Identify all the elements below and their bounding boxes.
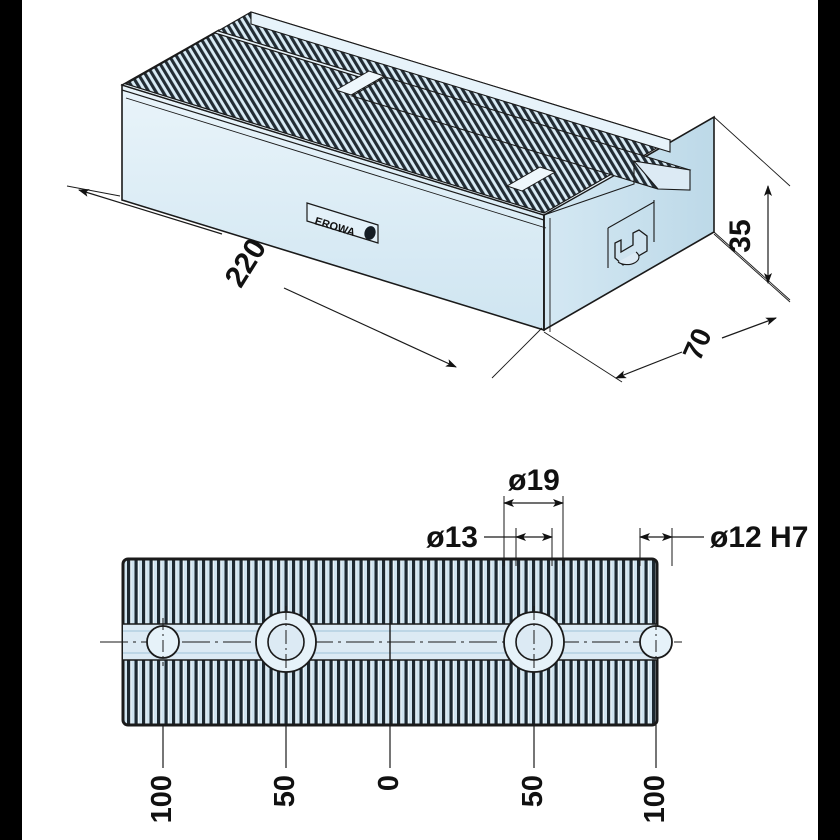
callout-label-13: ø13 bbox=[426, 521, 478, 554]
brand-badge-plate bbox=[306, 202, 379, 244]
front-chamfer-line bbox=[121, 89, 545, 221]
t-slot-groove bbox=[614, 229, 648, 266]
brand-badge-mark bbox=[364, 226, 376, 240]
dimension-label-35: 35 bbox=[724, 219, 757, 252]
callout-bore-19: ø19 bbox=[503, 464, 564, 566]
rail-end-cap bbox=[632, 160, 691, 191]
position-leaders: 100 50 0 50 100 bbox=[146, 725, 671, 823]
front-chamfer-line-2 bbox=[125, 97, 547, 229]
rail-notch-right bbox=[505, 166, 557, 192]
rail-notch-left bbox=[334, 70, 386, 96]
position-label-0: 0 bbox=[373, 775, 405, 791]
callout-bore-13: ø13 bbox=[426, 521, 553, 566]
position-label-+50: 50 bbox=[517, 775, 549, 807]
dim-line-220-b bbox=[283, 287, 457, 368]
bottom-plan-view: ø19 ø13 ø12 H7 100 bbox=[100, 464, 808, 823]
dim-line-220-a bbox=[78, 189, 223, 235]
callout-label-12-h7: ø12 H7 bbox=[710, 521, 808, 554]
drawing-paper: EROWA 220 35 bbox=[22, 0, 818, 840]
dimension-height-35: 35 bbox=[713, 116, 791, 301]
plan-hole-+50 bbox=[503, 606, 565, 678]
ext-line-35-bottom bbox=[713, 231, 791, 301]
position-label--100: 100 bbox=[146, 775, 178, 823]
ext-line-70-left bbox=[543, 331, 623, 383]
isometric-view: EROWA 220 35 bbox=[66, 11, 791, 383]
ext-line-220-right bbox=[491, 327, 543, 379]
technical-drawing-canvas: EROWA 220 35 bbox=[22, 0, 818, 840]
plan-hole--100 bbox=[146, 618, 180, 666]
position-label--50: 50 bbox=[269, 775, 301, 807]
ext-line-70-right bbox=[713, 233, 791, 303]
ext-line-35-top bbox=[713, 116, 791, 187]
plan-hole-+100 bbox=[639, 618, 673, 666]
callout-bore-12-h7: ø12 H7 bbox=[639, 521, 808, 566]
position-label-+100: 100 bbox=[639, 775, 671, 823]
callout-label-19: ø19 bbox=[508, 464, 560, 497]
ext-line-220-left bbox=[66, 185, 121, 197]
dim-line-70-a bbox=[615, 351, 683, 379]
plan-hole--50 bbox=[255, 606, 317, 678]
rail-front-edge bbox=[543, 161, 635, 216]
t-slot-top-edge bbox=[607, 201, 655, 229]
dim-line-70-b bbox=[721, 317, 777, 339]
